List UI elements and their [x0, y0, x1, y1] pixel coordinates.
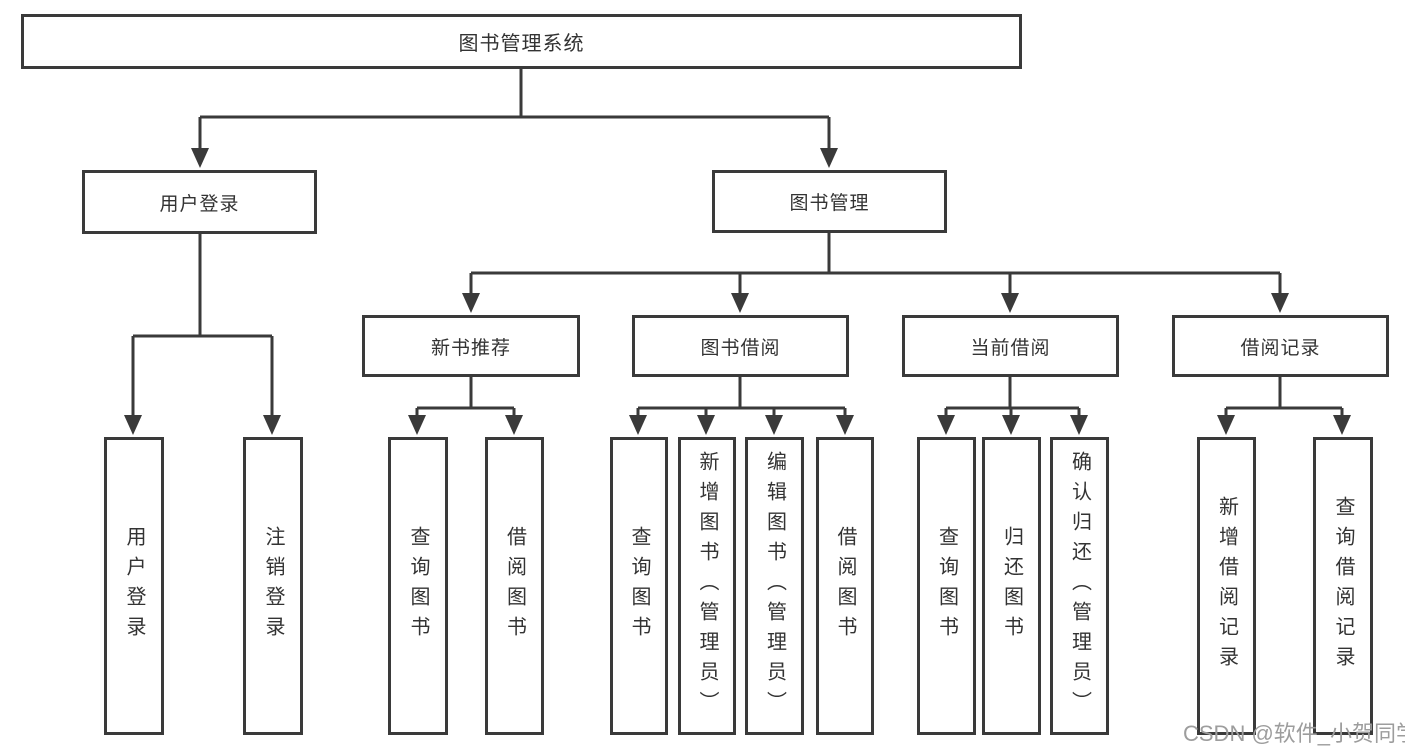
node-user-login: 用户登录	[82, 170, 317, 234]
leaf-edit-books-admin: 编辑图书（管理员）	[745, 437, 804, 735]
leaf-user-login: 用户登录	[104, 437, 164, 735]
node-book-borrowing: 图书借阅	[632, 315, 849, 377]
node-root-library-system: 图书管理系统	[21, 14, 1022, 69]
node-label: 借阅记录	[1240, 337, 1321, 359]
wire-root-to-level2	[198, 69, 831, 150]
node-label: 注销登录	[262, 526, 284, 646]
leaf-query-borrow-record: 查询借阅记录	[1313, 437, 1373, 735]
node-label: 查询借阅记录	[1332, 496, 1354, 676]
node-borrowing-records: 借阅记录	[1172, 315, 1389, 377]
node-label: 查询图书	[935, 526, 958, 646]
node-label: 当前借阅	[970, 337, 1051, 359]
leaf-add-books-admin: 新增图书（管理员）	[678, 437, 736, 735]
arrowhead-icon	[1333, 415, 1351, 435]
node-label: 新增借阅记录	[1215, 496, 1238, 676]
node-label: 归还图书	[1000, 526, 1023, 646]
leaf-query-books: 查询图书	[917, 437, 976, 735]
node-label: 确认归还（管理员）	[1068, 451, 1091, 721]
wire-borrowrecord-to-leaves	[1224, 377, 1344, 417]
node-label: 借阅图书	[834, 526, 856, 646]
arrowhead-icon	[505, 415, 523, 435]
arrowhead-icon	[765, 415, 783, 435]
arrowhead-icon	[697, 415, 715, 435]
wire-currentborrow-to-leaves	[944, 377, 1081, 417]
arrowhead-icon	[462, 293, 480, 313]
wire-bookborrow-to-leaves	[636, 377, 847, 417]
leaf-add-borrow-record: 新增借阅记录	[1197, 437, 1256, 735]
node-label: 图书管理	[789, 193, 870, 214]
wire-userlogin-to-leaves	[131, 234, 274, 417]
arrowhead-icon	[408, 415, 426, 435]
arrowhead-icon	[1002, 415, 1020, 435]
arrowhead-icon	[820, 148, 838, 168]
leaf-logout: 注销登录	[243, 437, 303, 735]
arrowheads	[124, 148, 1351, 435]
arrowhead-icon	[836, 415, 854, 435]
arrowhead-icon	[937, 415, 955, 435]
wire-newbook-to-leaves	[415, 377, 516, 417]
arrowhead-icon	[124, 415, 142, 435]
arrowhead-icon	[191, 148, 209, 168]
node-new-book-recommend: 新书推荐	[362, 315, 580, 377]
node-label: 借阅图书	[503, 526, 526, 646]
leaf-query-books: 查询图书	[388, 437, 448, 735]
node-label: 图书管理系统	[458, 33, 585, 55]
leaf-borrow-books: 借阅图书	[816, 437, 874, 735]
node-label: 新书推荐	[430, 337, 511, 359]
arrowhead-icon	[263, 415, 281, 435]
wire-bookmgmt-to-sections	[469, 233, 1282, 295]
node-current-borrowing: 当前借阅	[902, 315, 1119, 377]
node-label: 编辑图书（管理员）	[763, 451, 786, 721]
node-label: 新增图书（管理员）	[696, 451, 718, 721]
arrowhead-icon	[1271, 293, 1289, 313]
arrowhead-icon	[1217, 415, 1235, 435]
arrowhead-icon	[731, 293, 749, 313]
arrowhead-icon	[1070, 415, 1088, 435]
leaf-confirm-return-admin: 确认归还（管理员）	[1050, 437, 1109, 735]
csdn-watermark: CSDN @软件_小贺同学	[1183, 721, 1405, 746]
arrowhead-icon	[1001, 293, 1019, 313]
arrowhead-icon	[629, 415, 647, 435]
leaf-return-books: 归还图书	[982, 437, 1041, 735]
node-book-management: 图书管理	[712, 170, 947, 233]
leaf-borrow-books: 借阅图书	[485, 437, 544, 735]
node-label: 用户登录	[123, 526, 145, 646]
leaf-query-books: 查询图书	[610, 437, 668, 735]
node-label: 图书借阅	[700, 337, 781, 359]
node-label: 查询图书	[407, 526, 429, 646]
node-label: 用户登录	[159, 193, 240, 215]
node-label: 查询图书	[628, 526, 650, 646]
